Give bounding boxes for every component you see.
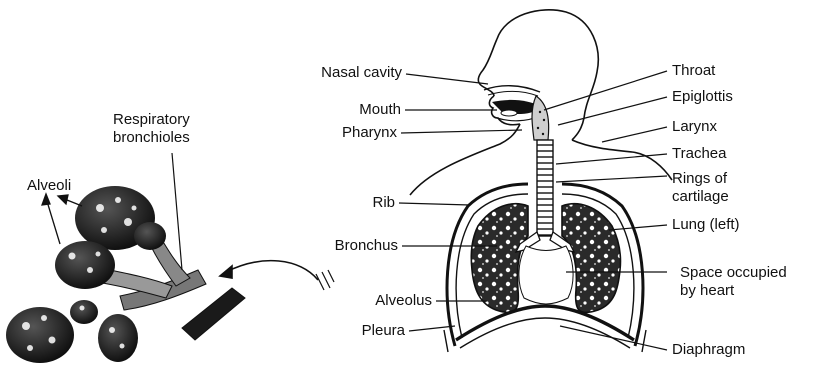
label-trachea: Trachea: [672, 145, 726, 163]
label-respiratory-bronchioles: Respiratory bronchioles: [113, 111, 190, 147]
label-larynx: Larynx: [672, 118, 717, 136]
label-rings-of-cartilage: Rings of cartilage: [672, 170, 729, 206]
label-pharynx: Pharynx: [300, 124, 397, 142]
bronchiole-cluster: [6, 186, 245, 363]
diaphragm-shape: [444, 306, 646, 352]
label-epiglottis: Epiglottis: [672, 88, 733, 106]
label-lung-left: Lung (left): [672, 216, 740, 234]
label-pleura: Pleura: [300, 322, 405, 340]
label-alveoli: Alveoli: [27, 177, 71, 195]
label-nasal-cavity: Nasal cavity: [284, 64, 402, 82]
zoom-arrow: [220, 261, 334, 290]
right-lung: [471, 204, 528, 313]
label-rib: Rib: [330, 194, 395, 212]
label-diaphragm: Diaphragm: [672, 341, 745, 359]
label-throat: Throat: [672, 62, 715, 80]
label-alveolus: Alveolus: [320, 292, 432, 310]
label-bronchus: Bronchus: [300, 237, 398, 255]
label-mouth: Mouth: [300, 101, 401, 119]
trachea-shape: [537, 140, 553, 236]
heart-space: [519, 246, 573, 304]
label-space-occupied-by-heart: Space occupied by heart: [680, 264, 787, 300]
pharynx-shape: [532, 96, 549, 140]
